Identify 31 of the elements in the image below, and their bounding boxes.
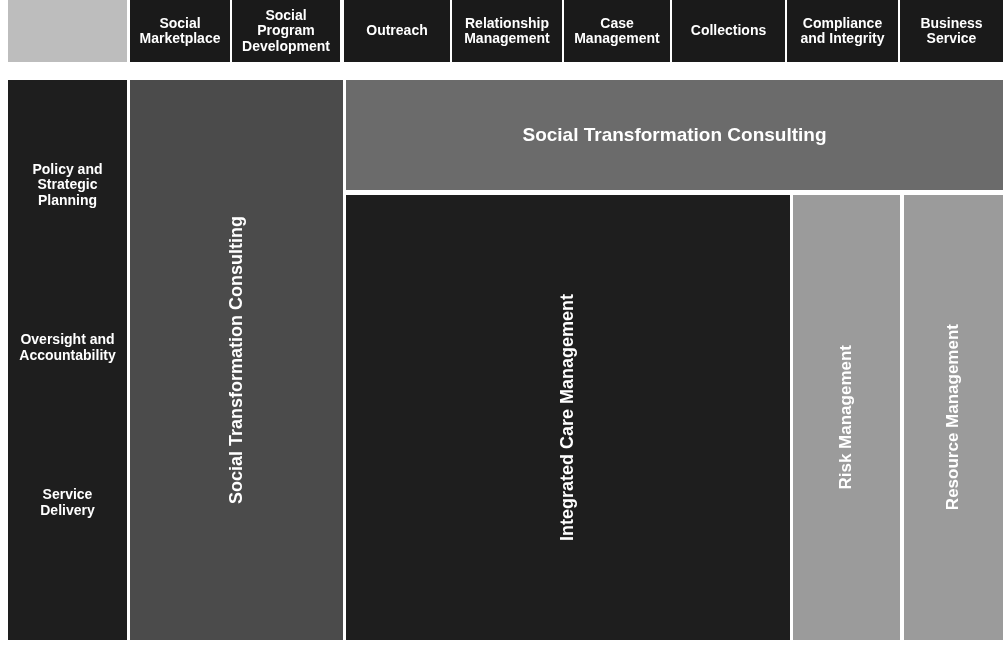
band-label: Resource Management [944,324,963,511]
column-header [672,0,785,62]
column-label: Outreach [365,23,429,39]
row-label: Oversight and Accountability [18,332,117,364]
column-header [232,0,340,62]
column-label: Case Management [573,15,661,47]
column-header [344,0,450,62]
row-header-band [8,80,127,640]
corner-cell [8,0,127,62]
column-label: Business Service [919,15,984,47]
column-header [900,0,1003,62]
column-header [787,0,898,62]
capability-band [904,195,1003,640]
column-label: Relationship Management [463,15,551,47]
capability-band [346,195,790,640]
capability-band [130,80,343,640]
band-label: Integrated Care Management [558,293,578,542]
band-label: Social Transformation Consulting [226,216,247,504]
column-header [564,0,670,62]
band-label: Social Transformation Consulting [522,124,827,146]
column-label: Compliance and Integrity [799,15,886,47]
column-header [452,0,562,62]
column-label: Collections [689,23,768,39]
capability-band [793,195,900,640]
row-label: Service Delivery [39,487,96,518]
band-label: Risk Management [837,345,856,490]
capability-band [346,80,1003,190]
column-label: Social Program Development [241,7,331,55]
column-header [130,0,230,62]
column-label: Social Marketplace [138,15,222,47]
row-label: Policy and Strategic Planning [31,162,104,209]
